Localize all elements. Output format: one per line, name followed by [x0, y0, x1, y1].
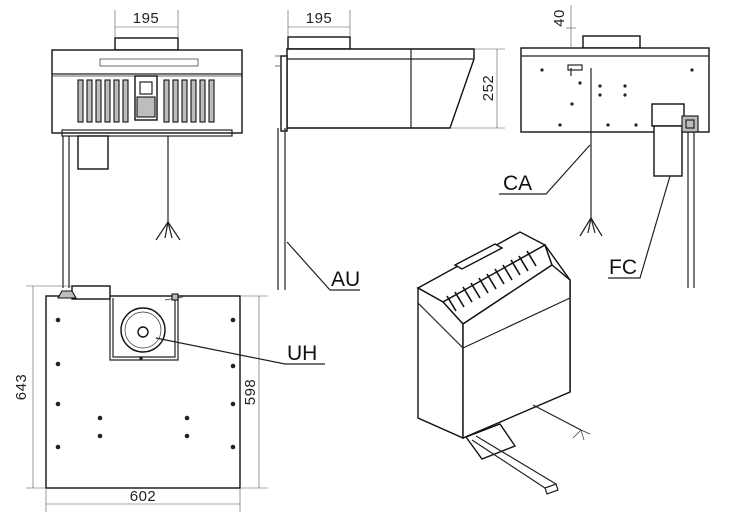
- plan-view: [45, 285, 241, 489]
- label-ca: CA: [503, 172, 532, 195]
- label-au: AU: [331, 268, 360, 291]
- plan-screws: [55, 317, 236, 450]
- isometric-view: [416, 231, 591, 495]
- dim-front-width: 195: [133, 10, 160, 27]
- dimension-lines: [26, 5, 576, 512]
- iso-grille: [446, 250, 537, 312]
- back-fan-coil: [651, 103, 699, 177]
- dim-side-width: 195: [306, 10, 333, 27]
- dim-plan-depth-inner: 598: [242, 379, 259, 406]
- dim-height: 252: [480, 75, 497, 102]
- front-top-collar: [114, 37, 179, 51]
- front-unit-box: [77, 135, 109, 170]
- dim-plan-width: 602: [130, 488, 157, 505]
- side-top-collar: [287, 36, 351, 50]
- dim-back-offset: 40: [551, 9, 568, 27]
- front-grille: [77, 75, 215, 123]
- front-view: [51, 37, 243, 288]
- dim-plan-depth-outer: 643: [13, 374, 30, 401]
- back-view: [520, 35, 710, 288]
- side-body: [286, 48, 475, 129]
- label-fc: FC: [609, 256, 637, 279]
- leader-lines: [155, 144, 671, 365]
- back-top-collar: [582, 35, 641, 49]
- side-view: [275, 36, 475, 290]
- front-antenna: [155, 136, 181, 241]
- label-uh: UH: [287, 342, 317, 365]
- back-antenna: [579, 68, 603, 237]
